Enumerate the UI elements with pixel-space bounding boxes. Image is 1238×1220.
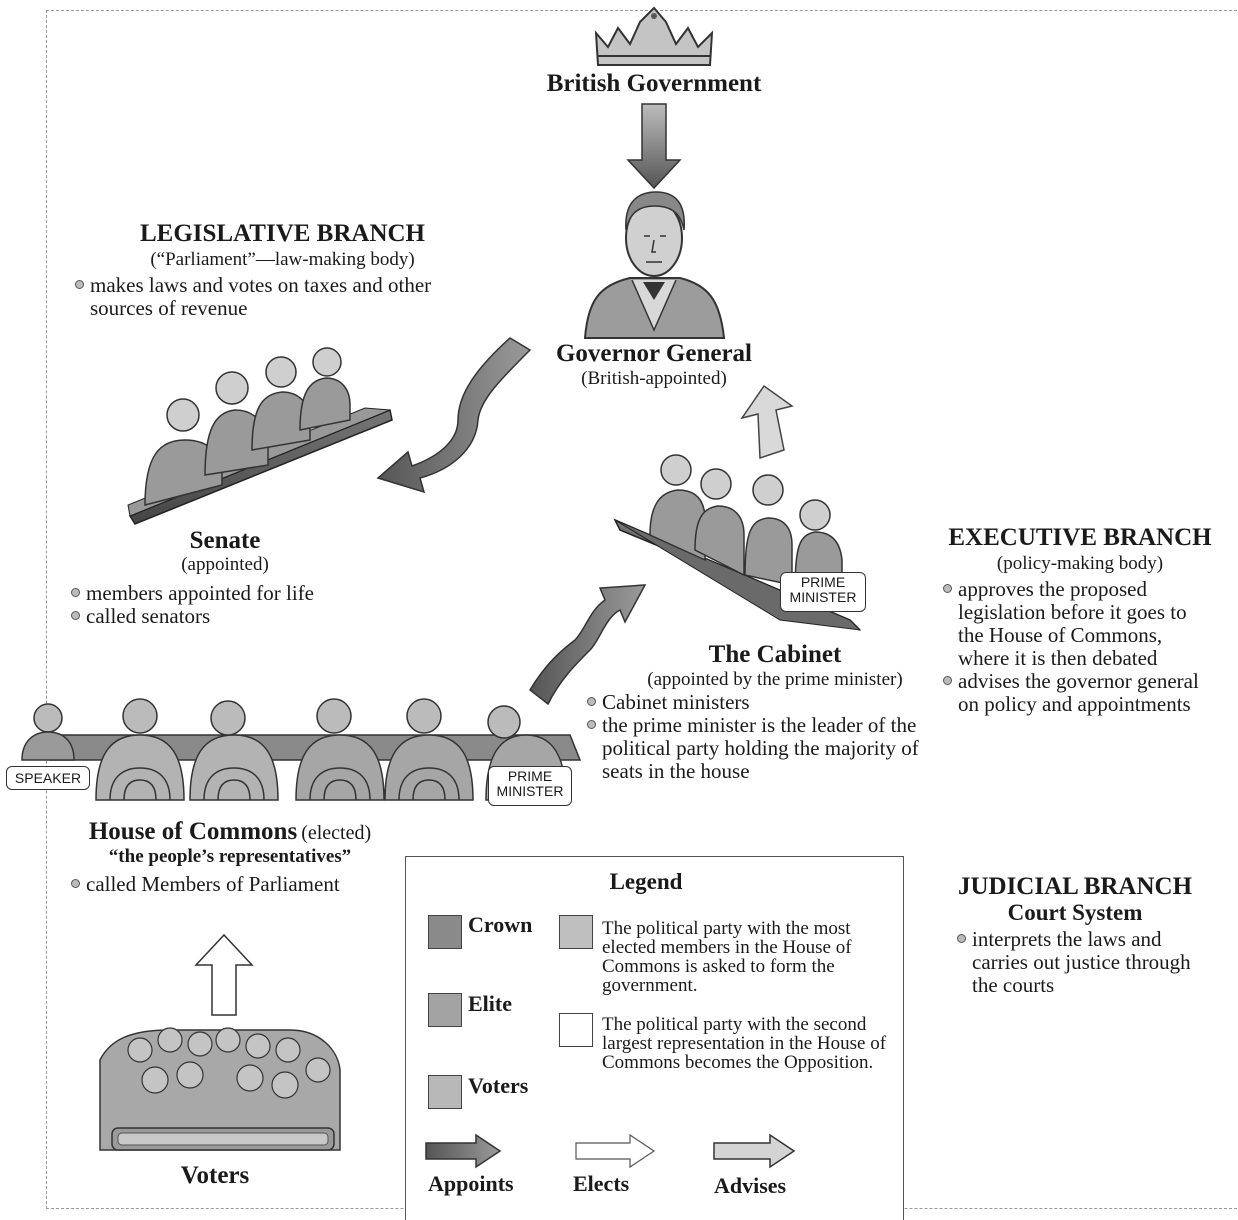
senate-illustration: [127, 347, 393, 525]
commons-bullet: called Members of Parliament: [68, 873, 398, 896]
legend-advises-arrow-icon: [713, 1133, 796, 1169]
senate-subtitle: (appointed): [181, 554, 269, 575]
governor-general-title: Governor General: [555, 340, 753, 367]
appoints-arrow-gg-to-senate: [376, 337, 532, 494]
elects-arrow-voters-to-commons: [194, 933, 254, 1016]
house-of-commons-heading: House of Commons (elected): [60, 818, 400, 846]
legend-voters-swatch: [428, 1075, 462, 1109]
advises-arrow-cabinet-to-gg: [740, 384, 794, 460]
appoints-arrow-commons-to-cabinet: [529, 584, 647, 706]
cabinet-prime-minister-label: PRIME MINISTER: [780, 572, 866, 612]
legend-elite-label: Elite: [468, 991, 512, 1016]
british-government-title: British Government: [546, 70, 762, 97]
voters-illustration: [99, 1027, 341, 1151]
executive-branch-bullets: approves the proposed legislation before…: [940, 578, 1210, 716]
legend-governing-party-swatch: [559, 915, 593, 949]
legislative-bullet: makes laws and votes on taxes and other …: [72, 274, 492, 320]
cabinet-bullet: the prime minister is the leader of the …: [584, 714, 934, 783]
governor-general-portrait-icon: [583, 191, 726, 339]
legislative-branch-subtitle: (“Parliament”—law-making body): [150, 249, 415, 270]
legend-appoints-label: Appoints: [428, 1171, 514, 1196]
executive-branch-subtitle: (policy-making body): [996, 553, 1164, 574]
senate-bullet: members appointed for life: [68, 582, 388, 605]
legend-governing-party-text: The political party with the most electe…: [602, 918, 852, 996]
cabinet-subtitle: (appointed by the prime minister): [647, 669, 903, 690]
legend-advises-label: Advises: [714, 1173, 787, 1198]
senate-title: Senate: [189, 527, 261, 554]
commons-illustration: [21, 698, 582, 801]
crown-icon: [594, 6, 714, 66]
legend-crown-label: Crown: [468, 912, 533, 937]
legislative-branch-title: LEGISLATIVE BRANCH: [139, 220, 426, 247]
senate-bullets: members appointed for life called senato…: [68, 582, 388, 628]
cabinet-title: The Cabinet: [708, 641, 842, 668]
house-of-commons-subtitle: “the people’s representatives”: [108, 846, 352, 867]
house-of-commons-bullets: called Members of Parliament: [68, 873, 398, 896]
appoints-arrow-crown-to-gg: [626, 103, 682, 190]
legend-title: Legend: [609, 869, 683, 894]
commons-prime-minister-label: PRIME MINISTER: [488, 766, 572, 806]
legend-box: Legend Crown Elite Voters The political …: [405, 856, 904, 1220]
voters-title: Voters: [180, 1162, 250, 1189]
legislative-branch-bullets: makes laws and votes on taxes and other …: [72, 274, 492, 320]
speaker-label: SPEAKER: [6, 766, 90, 790]
executive-bullet: advises the governor general on policy a…: [940, 670, 1210, 716]
legend-elects-label: Elects: [573, 1171, 630, 1196]
governor-general-subtitle: (British-appointed): [581, 368, 727, 389]
cabinet-bullets: Cabinet ministers the prime minister is …: [584, 691, 934, 783]
legend-voters-label: Voters: [468, 1073, 529, 1098]
legend-opposition-swatch: [559, 1013, 593, 1047]
judicial-branch-title: JUDICIAL BRANCH: [957, 873, 1193, 900]
commons-member: [189, 700, 279, 801]
legend-opposition-text: The political party with the second larg…: [602, 1014, 887, 1073]
legend-elects-arrow-icon: [575, 1133, 656, 1169]
judicial-branch-subtitle: Court System: [1007, 900, 1143, 925]
judicial-bullet: interprets the laws and carries out just…: [954, 928, 1204, 997]
legend-crown-swatch: [428, 915, 462, 949]
senate-bullet: called senators: [68, 605, 388, 628]
legend-elite-swatch: [428, 993, 462, 1027]
house-of-commons-title: House of Commons: [88, 818, 298, 845]
judicial-branch-bullets: interprets the laws and carries out just…: [954, 928, 1204, 997]
commons-member: [295, 698, 385, 801]
house-of-commons-elected: (elected): [301, 822, 372, 844]
commons-member: [384, 698, 474, 801]
legend-appoints-arrow-icon: [425, 1133, 502, 1169]
commons-member: [95, 698, 185, 801]
executive-branch-title: EXECUTIVE BRANCH: [948, 524, 1212, 551]
cabinet-bullet: Cabinet ministers: [584, 691, 934, 714]
commons-member-speaker: [21, 703, 75, 761]
executive-bullet: approves the proposed legislation before…: [940, 578, 1210, 670]
